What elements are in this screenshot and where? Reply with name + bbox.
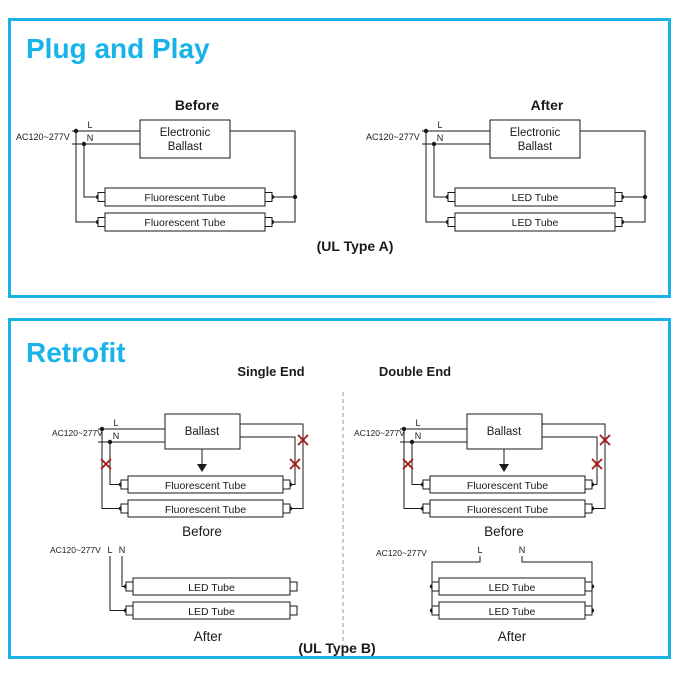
diagram-type-a-after: After AC120~277V L N Electronic Ballast … xyxy=(366,97,648,232)
ballast-label-line2: Ballast xyxy=(168,141,203,153)
fluorescent-tube-2: Fluorescent Tube xyxy=(422,499,593,518)
neutral-label: N xyxy=(519,545,526,555)
tube-label: LED Tube xyxy=(489,606,536,618)
ballast: Electronic Ballast xyxy=(139,119,231,159)
led-tube-1: LED Tube xyxy=(447,187,623,207)
ac-voltage-label: AC120~277V xyxy=(52,428,103,438)
fluorescent-tube-1: Fluorescent Tube xyxy=(120,475,291,494)
live-label: L xyxy=(437,120,442,130)
live-label: L xyxy=(477,545,482,555)
cut-x-mark xyxy=(289,458,301,470)
after-caption: After xyxy=(194,629,223,644)
ballast-label: Ballast xyxy=(185,426,220,438)
live-label: L xyxy=(415,418,420,428)
arrow-down-icon xyxy=(499,449,509,472)
tube-label: LED Tube xyxy=(188,606,235,618)
led-tube-1: LED Tube xyxy=(431,577,593,596)
cut-x-mark xyxy=(297,434,309,446)
diagram-type-a-before: Before AC120~277V L N Electronic Ballast… xyxy=(16,97,298,232)
fluorescent-tube-2: Fluorescent Tube xyxy=(97,212,273,232)
tube-label: Fluorescent Tube xyxy=(144,192,225,204)
tube-label: Fluorescent Tube xyxy=(467,504,548,516)
column-single-end: Single End xyxy=(237,364,304,379)
fluorescent-tube-1: Fluorescent Tube xyxy=(97,187,273,207)
tube-label: LED Tube xyxy=(489,582,536,594)
ballast-box xyxy=(489,119,581,159)
ul-type-b-label: (UL Type B) xyxy=(298,640,375,656)
wires xyxy=(400,423,606,509)
neutral-label: N xyxy=(119,545,126,555)
after-caption: After xyxy=(498,629,527,644)
ac-voltage-label: AC120~277V xyxy=(366,132,420,142)
diagram-single-end-after: AC120~277V L N LED Tube LED Tube After xyxy=(50,545,298,644)
led-tube-2: LED Tube xyxy=(447,212,623,232)
before-caption: Before xyxy=(182,524,222,539)
ac-voltage-label: AC120~277V xyxy=(354,428,405,438)
diagram-double-end-after: AC120~277V L N LED Tube LED Tube After xyxy=(376,545,595,644)
ac-voltage-label: AC120~277V xyxy=(376,548,427,558)
led-tube-2: LED Tube xyxy=(125,601,298,620)
panel-a-title: Plug and Play xyxy=(26,33,210,64)
tube-label: LED Tube xyxy=(512,217,559,229)
after-heading: After xyxy=(531,97,564,113)
ballast: Ballast xyxy=(164,413,241,450)
ballast-label-line1: Electronic xyxy=(510,127,561,139)
tube-label: Fluorescent Tube xyxy=(165,480,246,492)
column-double-end: Double End xyxy=(379,364,451,379)
panel-b-title: Retrofit xyxy=(26,337,126,368)
cut-x-mark xyxy=(599,434,611,446)
tube-label: Fluorescent Tube xyxy=(467,480,548,492)
before-caption: Before xyxy=(484,524,524,539)
ballast-label-line1: Electronic xyxy=(160,127,211,139)
ul-type-a-label: (UL Type A) xyxy=(317,238,394,254)
ac-voltage-label: AC120~277V xyxy=(16,132,70,142)
tube-label: LED Tube xyxy=(188,582,235,594)
live-label: L xyxy=(87,120,92,130)
ballast: Ballast xyxy=(466,413,543,450)
diagram-double-end-before: AC120~277V L N Ballast Fluorescent Tube xyxy=(354,413,611,539)
led-tube-2: LED Tube xyxy=(431,601,593,620)
ballast-label: Ballast xyxy=(487,426,522,438)
tube-label: Fluorescent Tube xyxy=(144,217,225,229)
ac-voltage-label: AC120~277V xyxy=(50,545,101,555)
live-label: L xyxy=(113,418,118,428)
tube-label: Fluorescent Tube xyxy=(165,504,246,516)
cut-x-mark xyxy=(402,458,414,470)
panel-a-border xyxy=(8,18,671,298)
ballast: Electronic Ballast xyxy=(489,119,581,159)
fluorescent-tube-1: Fluorescent Tube xyxy=(422,475,593,494)
diagram-single-end-before: AC120~277V L N Ballast Fluorescent Tube xyxy=(52,413,309,539)
fluorescent-tube-2: Fluorescent Tube xyxy=(120,499,291,518)
wires xyxy=(98,423,304,509)
cut-x-mark xyxy=(100,458,112,470)
ballast-box xyxy=(164,413,241,450)
arrow-down-icon xyxy=(197,449,207,472)
neutral-label: N xyxy=(415,431,422,441)
neutral-label: N xyxy=(113,431,120,441)
before-heading: Before xyxy=(175,97,220,113)
panel-b-border xyxy=(8,318,671,659)
ballast-box xyxy=(139,119,231,159)
cut-x-mark xyxy=(591,458,603,470)
wires xyxy=(422,130,646,223)
tube-label: LED Tube xyxy=(512,192,559,204)
neutral-label: N xyxy=(87,133,94,143)
live-label: L xyxy=(107,545,112,555)
neutral-label: N xyxy=(437,133,444,143)
wires xyxy=(109,556,126,611)
led-tube-1: LED Tube xyxy=(125,577,298,596)
ballast-label-line2: Ballast xyxy=(518,141,553,153)
wires xyxy=(72,130,296,223)
